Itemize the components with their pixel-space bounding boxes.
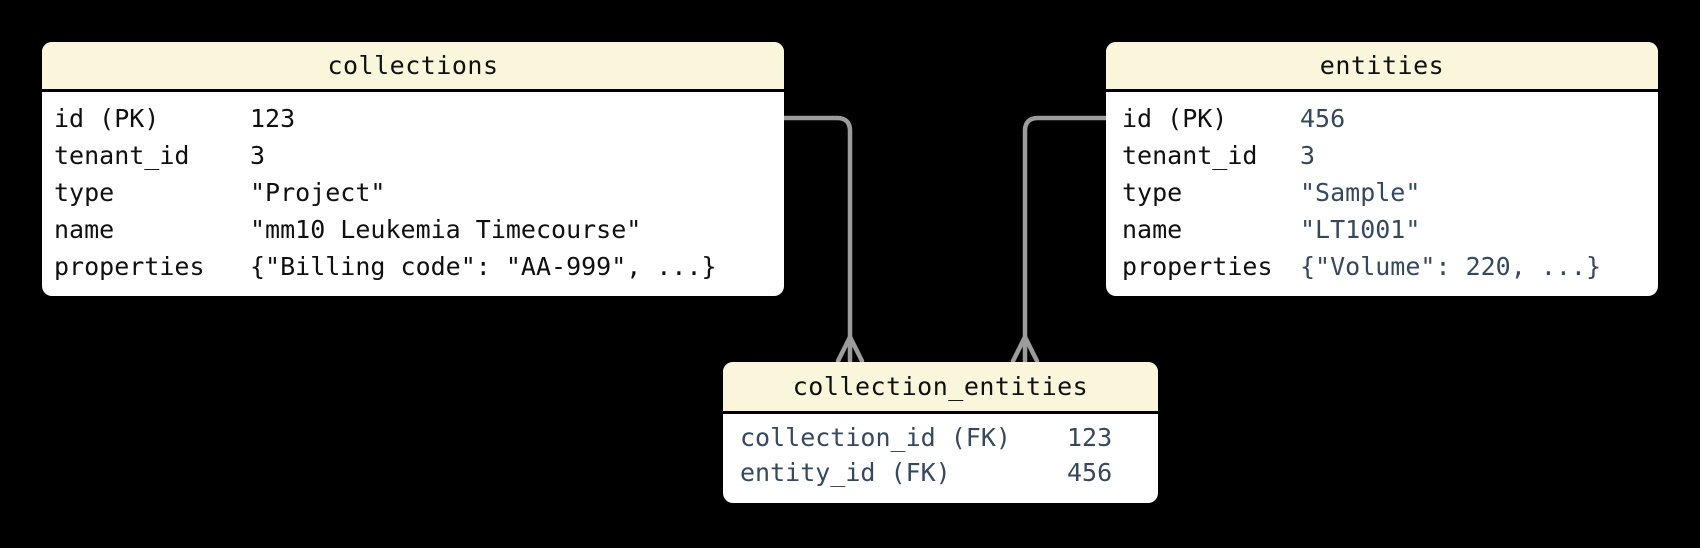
- crowfoot-entities-junction-icon: [1010, 334, 1040, 364]
- field-row: tenant_id 3: [1122, 137, 1642, 174]
- field-label: tenant_id: [1122, 141, 1258, 170]
- field-value: "LT1001": [1300, 215, 1421, 244]
- table-collections-body: id (PK) 123 tenant_id 3 type "Project" n…: [42, 92, 784, 293]
- field-label: entity_id (FK): [740, 458, 951, 487]
- field-value: 3: [250, 141, 266, 170]
- field-value: 456: [1300, 104, 1346, 133]
- field-label: collection_id (FK): [740, 423, 1011, 452]
- table-collections-title: collections: [42, 42, 784, 92]
- table-entities: entities id (PK) 456 tenant_id 3 type "S…: [1106, 42, 1658, 296]
- field-label: id (PK): [54, 104, 160, 133]
- field-label: type: [54, 178, 115, 207]
- field-label: type: [1122, 178, 1183, 207]
- field-value: 456: [1067, 458, 1113, 487]
- field-row: id (PK) 456: [1122, 100, 1642, 137]
- field-row: id (PK) 123: [54, 100, 772, 137]
- table-entities-body: id (PK) 456 tenant_id 3 type "Sample" na…: [1106, 92, 1658, 293]
- crowfoot-collections-junction-icon: [835, 334, 865, 364]
- field-value: 123: [1067, 423, 1113, 452]
- field-value: 123: [250, 104, 296, 133]
- field-row: name "mm10 Leukemia Timecourse": [54, 211, 772, 248]
- field-row: type "Sample": [1122, 174, 1642, 211]
- field-row: collection_id (FK) 123: [740, 420, 1141, 455]
- field-row: properties {"Volume": 220, ...}: [1122, 248, 1642, 285]
- table-collections: collections id (PK) 123 tenant_id 3 type…: [42, 42, 784, 296]
- field-row: tenant_id 3: [54, 137, 772, 174]
- field-value: 3: [1300, 141, 1316, 170]
- field-value: {"Billing code": "AA-999", ...}: [250, 252, 717, 281]
- table-collection-entities-body: collection_id (FK) 123 entity_id (FK) 45…: [723, 414, 1158, 496]
- table-collection-entities: collection_entities collection_id (FK) 1…: [723, 362, 1158, 503]
- field-value: "mm10 Leukemia Timecourse": [250, 215, 642, 244]
- field-label: tenant_id: [54, 141, 190, 170]
- field-label: name: [54, 215, 115, 244]
- field-label: properties: [1122, 252, 1273, 281]
- table-collection-entities-title: collection_entities: [723, 362, 1158, 414]
- field-value: "Project": [250, 178, 386, 207]
- field-row: properties {"Billing code": "AA-999", ..…: [54, 248, 772, 285]
- field-label: properties: [54, 252, 205, 281]
- field-row: type "Project": [54, 174, 772, 211]
- connector-collections-to-junction: [781, 115, 853, 340]
- connector-entities-to-junction: [1022, 115, 1109, 340]
- table-entities-title: entities: [1106, 42, 1658, 92]
- field-value: {"Volume": 220, ...}: [1300, 252, 1602, 281]
- field-value: "Sample": [1300, 178, 1421, 207]
- field-row: name "LT1001": [1122, 211, 1642, 248]
- field-label: name: [1122, 215, 1183, 244]
- field-label: id (PK): [1122, 104, 1228, 133]
- field-row: entity_id (FK) 456: [740, 455, 1141, 490]
